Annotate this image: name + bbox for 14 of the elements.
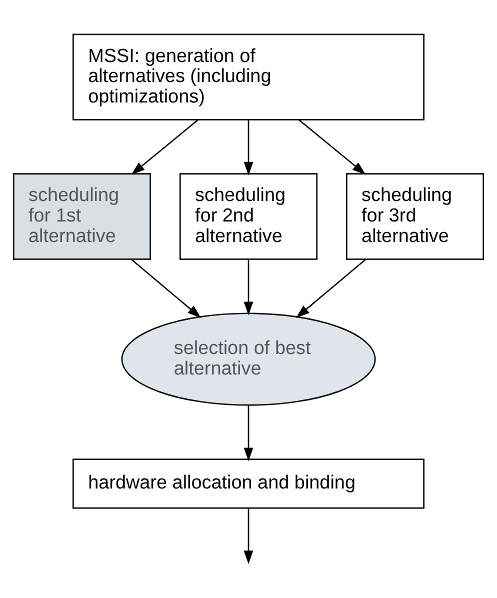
node-box: scheduling for 1st alternative xyxy=(12,173,152,260)
arrow xyxy=(244,259,254,316)
arrow xyxy=(296,258,366,318)
arrow xyxy=(298,119,366,175)
arrow xyxy=(244,405,254,462)
arrow xyxy=(244,508,254,564)
node-ellipse: selection of best alternative xyxy=(121,312,376,406)
arrow xyxy=(131,258,202,318)
node-box: scheduling for 2nd alternative xyxy=(179,173,318,260)
arrow xyxy=(244,120,254,176)
node-box: MSSI: generation of alternatives (including optimizations) xyxy=(72,34,424,120)
node-box: scheduling for 3rd alternative xyxy=(346,173,484,260)
arrow xyxy=(131,119,199,175)
node-box: hardware allocation and binding xyxy=(72,458,424,509)
